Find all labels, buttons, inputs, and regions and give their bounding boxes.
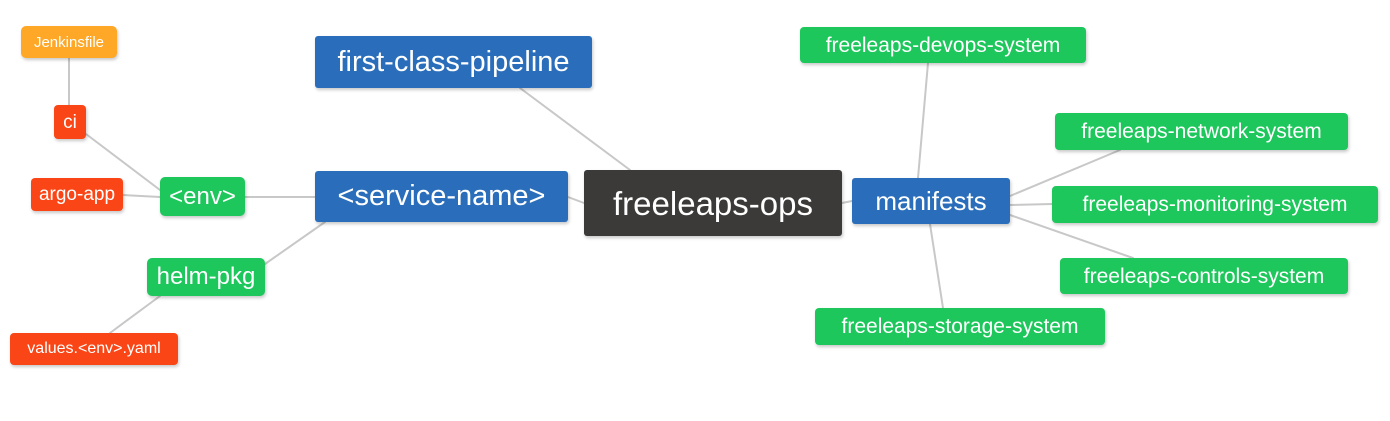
node-env[interactable]: <env> — [160, 177, 245, 216]
node-label-argo-app: argo-app — [38, 184, 116, 205]
node-label-manifests: manifests — [875, 186, 987, 216]
edge-root-to-service-name — [567, 196, 585, 204]
node-service-name[interactable]: <service-name> — [315, 171, 568, 222]
node-freeleaps-storage-system[interactable]: freeleaps-storage-system — [815, 308, 1105, 345]
node-label-env: <env> — [169, 182, 236, 210]
node-freeleaps-monitoring-system[interactable]: freeleaps-monitoring-system — [1052, 186, 1378, 223]
node-manifests[interactable]: manifests — [852, 178, 1010, 224]
node-label-freeleaps-monitoring-system: freeleaps-monitoring-system — [1082, 193, 1348, 216]
node-ci[interactable]: ci — [54, 105, 86, 139]
node-helm-pkg[interactable]: helm-pkg — [147, 258, 265, 296]
edge-helm-pkg-to-values-yaml — [109, 295, 161, 334]
edge-manifests-to-freeleaps-storage-system — [929, 223, 944, 309]
node-argo-app[interactable]: argo-app — [31, 178, 123, 211]
node-label-service-name: <service-name> — [337, 180, 546, 212]
node-label-helm-pkg: helm-pkg — [156, 263, 256, 290]
node-root[interactable]: freeleaps-ops — [584, 170, 842, 236]
edge-manifests-to-freeleaps-monitoring-system — [1009, 203, 1053, 206]
edge-root-to-manifests — [841, 200, 853, 204]
node-label-freeleaps-controls-system: freeleaps-controls-system — [1083, 264, 1325, 288]
edge-root-to-first-class-pipeline — [519, 87, 631, 171]
edge-manifests-to-freeleaps-devops-system — [917, 62, 929, 179]
node-values-yaml[interactable]: values.<env>.yaml — [10, 333, 178, 365]
node-label-ci: ci — [63, 111, 77, 133]
node-label-freeleaps-devops-system: freeleaps-devops-system — [825, 33, 1061, 57]
edge-env-to-argo-app — [122, 194, 161, 198]
node-freeleaps-devops-system[interactable]: freeleaps-devops-system — [800, 27, 1086, 63]
node-freeleaps-controls-system[interactable]: freeleaps-controls-system — [1060, 258, 1348, 294]
node-label-jenkinsfile: Jenkinsfile — [33, 33, 105, 51]
node-label-values-yaml: values.<env>.yaml — [27, 340, 161, 357]
node-freeleaps-network-system[interactable]: freeleaps-network-system — [1055, 113, 1348, 150]
edge-service-name-to-helm-pkg — [264, 221, 326, 265]
node-jenkinsfile[interactable]: Jenkinsfile — [21, 26, 117, 58]
node-label-freeleaps-network-system: freeleaps-network-system — [1081, 120, 1322, 143]
node-label-freeleaps-storage-system: freeleaps-storage-system — [841, 315, 1079, 338]
node-label-first-class-pipeline: first-class-pipeline — [337, 45, 570, 78]
node-label-root: freeleaps-ops — [613, 184, 813, 222]
node-first-class-pipeline[interactable]: first-class-pipeline — [315, 36, 592, 88]
